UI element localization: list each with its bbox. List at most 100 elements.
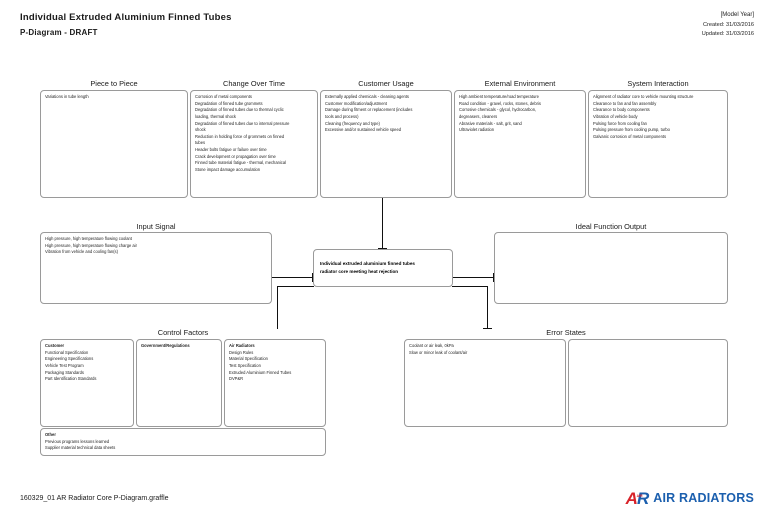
list-item: High pressure, high temperature flowing …	[45, 242, 137, 248]
list-item: Engineering Specifications	[45, 356, 94, 362]
list-item: Degradation of finned tubes due to inter…	[195, 120, 290, 126]
list-item: Excessive and/or sustained vehicle speed	[325, 127, 402, 133]
list-item: Extruded Aluminium Finned Tubes	[229, 369, 292, 375]
connector-input-to-function	[272, 277, 313, 279]
noise-box-customer-usage: Externally applied chemicals - cleaning …	[320, 90, 452, 198]
list-item: Customer modification/adjustment	[325, 100, 387, 106]
connector-function-to-error	[487, 287, 489, 329]
list-item: degreasers, cleaners	[459, 113, 498, 119]
list-item: Vehicle Test Program	[45, 362, 84, 368]
brand-letter-r: R	[636, 488, 649, 508]
brand-monogram-sub: AIR	[636, 493, 643, 498]
list-item: tools and process)	[325, 113, 359, 119]
created-date-label: Created: 31/03/2016	[702, 21, 754, 28]
model-year-label: [Model Year]	[720, 12, 754, 18]
list-item: Degradation of finned tube grommets	[195, 100, 263, 106]
page-title: Individual Extruded Aluminium Finned Tub…	[20, 12, 232, 23]
list-item: Degradation of finned tubes due to therm…	[195, 107, 284, 113]
control-factors-list-customer: Customer Functional Specification Engine…	[41, 340, 133, 385]
input-signal-box: High pressure, high temperature flowing …	[40, 232, 272, 304]
connector-input-arrow-cap	[312, 273, 314, 282]
list-item: Cleaning (frequency and type)	[325, 120, 380, 126]
control-factors-heading-air-radiators: Air Radiators	[229, 343, 255, 348]
error-states-list-right	[569, 340, 727, 345]
list-item: DVP&R	[229, 376, 244, 382]
brand-letter-a: A	[625, 488, 638, 508]
list-item: Functional Specification	[45, 349, 89, 355]
list-item: Packaging Standards	[45, 369, 84, 375]
list-item: Vibration from vehicle and cooling fan(s…	[45, 249, 118, 255]
list-item: Crack development or propagation over ti…	[195, 153, 276, 159]
noise-box-external-environment: High ambient temperature/road temperatur…	[454, 90, 586, 198]
list-item: Galvanic corrosion of metal components	[593, 133, 667, 139]
noise-box-change-over-time: Corrosion of metal components Degradatio…	[190, 90, 318, 198]
control-factors-list-air-radiators: Air Radiators Design Rules Material Spec…	[225, 340, 325, 385]
control-factors-heading-other: Other	[45, 432, 56, 437]
list-item: Corrosion of metal components	[195, 94, 252, 99]
list-item: Part Identification Standards	[45, 376, 97, 382]
document-meta: [Model Year] Created: 31/03/2016 Updated…	[702, 11, 754, 39]
list-item: Corrosive chemicals - glycol, hydrocarbo…	[459, 107, 537, 113]
error-states-list-left: Coolant or air leak, 0kPa Slow or minor …	[405, 340, 565, 358]
list-item: Finned tube material fatigue - thermal, …	[195, 160, 287, 166]
list-item: Material Specification	[229, 356, 268, 362]
noise-list-customer-usage: Externally applied chemicals - cleaning …	[321, 91, 451, 136]
noise-box-system-interaction: Alignment of radiator core to vehicle mo…	[588, 90, 728, 198]
list-item: Alignment of radiator core to vehicle mo…	[593, 94, 694, 99]
input-signal-list: High pressure, high temperature flowing …	[41, 233, 271, 258]
list-item: Previous programs lessons learned	[45, 438, 110, 444]
list-item: Externally applied chemicals - cleaning …	[325, 94, 409, 99]
list-item: High ambient temperature/road temperatur…	[459, 94, 539, 99]
error-states-box-right	[568, 339, 728, 427]
control-factors-title: Control Factors	[157, 328, 209, 337]
list-item: Coolant or air leak, 0kPa	[409, 343, 454, 348]
list-item: Test Specification	[229, 362, 261, 368]
noise-list-change-over-time: Corrosion of metal components Degradatio…	[191, 91, 317, 176]
list-item: Design Rules	[229, 349, 254, 355]
list-item: Stone impact damage accumulation	[195, 166, 261, 172]
control-factors-heading-customer: Customer	[45, 343, 65, 348]
list-item: Slow or minor leak of coolant/air	[409, 349, 468, 355]
ideal-function-output-box	[494, 232, 728, 304]
ideal-function-output-list	[495, 233, 727, 238]
core-function-line-2: radiator core meeting heat rejection	[320, 269, 399, 274]
input-signal-title: Input Signal	[136, 222, 176, 231]
noise-title-external-environment: External Environment	[484, 79, 556, 88]
list-item: Variations in tube length	[45, 94, 89, 99]
list-item: Abrasive materials - salt, grit, sand	[459, 120, 522, 126]
list-item: tubes	[195, 140, 206, 146]
list-item: Road condition - gravel, rocks, stones, …	[459, 100, 541, 106]
list-item: Supplier material technical data sheets	[45, 445, 116, 451]
connector-output-arrow-cap	[493, 273, 495, 282]
control-factors-box-customer: Customer Functional Specification Engine…	[40, 339, 134, 427]
list-item: High pressure, high temperature flowing …	[45, 236, 132, 241]
noise-title-customer-usage: Customer Usage	[358, 79, 414, 88]
list-item: loading, thermal shock	[195, 113, 236, 119]
list-item: Ultraviolet radiation	[459, 127, 495, 133]
updated-date-label: Updated: 31/03/2016	[701, 31, 754, 38]
noise-list-piece-to-piece: Variations in tube length	[41, 91, 187, 103]
list-item: Pulsing pressure from cooling pump, turb…	[593, 127, 670, 133]
list-item: Clearance to body components	[593, 107, 650, 113]
core-function-text: Individual extruded aluminium finned tub…	[314, 260, 421, 276]
noise-title-system-interaction: System Interaction	[627, 79, 689, 88]
control-factors-heading-government: Government/Regulations	[141, 343, 190, 348]
error-states-title: Error States	[546, 328, 586, 337]
connector-control-to-function	[277, 287, 279, 329]
connector-function-to-output	[453, 277, 494, 279]
core-function-line-1: Individual extruded aluminium finned tub…	[320, 260, 415, 266]
core-function-block: Individual extruded aluminium finned tub…	[313, 249, 453, 287]
brand-name: AIR RADIATORS	[653, 490, 754, 505]
footer-file-name: 160329_01 AR Radiator Core P-Diagram.gra…	[20, 495, 169, 502]
list-item: Pulsing force from cooling fan	[593, 120, 647, 126]
connector-noise-arrow-cap	[378, 248, 387, 250]
noise-list-external-environment: High ambient temperature/road temperatur…	[455, 91, 585, 136]
control-factors-box-other: Other Previous programs lessons learned …	[40, 428, 326, 456]
noise-title-piece-to-piece: Piece to Piece	[90, 79, 138, 88]
noise-list-system-interaction: Alignment of radiator core to vehicle mo…	[589, 91, 727, 142]
list-item: Clearance to fan and fan assembly	[593, 100, 657, 106]
list-item: Damage during fitment or replacement (in…	[325, 107, 413, 113]
connector-control-horizontal	[277, 286, 314, 288]
